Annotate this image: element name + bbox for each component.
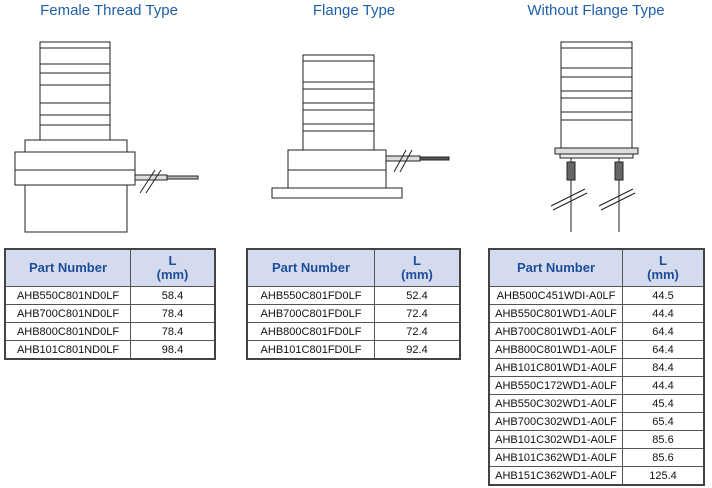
l-header: L(mm) (130, 248, 216, 287)
table-header-row: Part Number L(mm) (246, 248, 461, 287)
part-number-header: Part Number (488, 248, 623, 287)
l-label: L (413, 253, 421, 268)
title-female-thread: Female Thread Type (40, 2, 178, 19)
part-number-cell: AHB550C302WD1-A0LF (488, 394, 623, 413)
flange-drawing (271, 54, 450, 199)
length-cell: 45.4 (622, 394, 705, 413)
part-number-header: Part Number (246, 248, 375, 287)
without-flange-drawing (550, 41, 639, 232)
part-number-cell: AHB101C801WD1-A0LF (488, 358, 623, 377)
length-cell: 44.4 (622, 376, 705, 395)
part-number-cell: AHB101C801FD0LF (246, 340, 375, 360)
length-cell: 64.4 (622, 340, 705, 359)
length-cell: 44.4 (622, 304, 705, 323)
length-cell: 125.4 (622, 466, 705, 486)
part-number-cell: AHB550C801FD0LF (246, 286, 375, 305)
part-number-cell: AHB550C801ND0LF (4, 286, 131, 305)
title-flange: Flange Type (312, 2, 396, 19)
part-number-cell: AHB700C801WD1-A0LF (488, 322, 623, 341)
part-number-cell: AHB800C801WD1-A0LF (488, 340, 623, 359)
part-number-cell: AHB101C801ND0LF (4, 340, 131, 360)
part-number-cell: AHB800C801ND0LF (4, 322, 131, 341)
length-cell: 98.4 (130, 340, 216, 360)
length-cell: 78.4 (130, 304, 216, 323)
part-number-cell: AHB700C801ND0LF (4, 304, 131, 323)
length-cell: 72.4 (374, 322, 461, 341)
length-cell: 52.4 (374, 286, 461, 305)
unit-label: (mm) (647, 267, 679, 282)
l-header: L(mm) (622, 248, 705, 287)
part-number-cell: AHB500C451WDI-A0LF (488, 286, 623, 305)
part-number-cell: AHB550C801WD1-A0LF (488, 304, 623, 323)
part-number-cell: AHB101C302WD1-A0LF (488, 430, 623, 449)
length-cell: 92.4 (374, 340, 461, 360)
title-without-flange: Without Flange Type (527, 2, 665, 19)
table-header-row: Part Number L(mm) (4, 248, 216, 287)
part-number-cell: AHB700C801FD0LF (246, 304, 375, 323)
l-label: L (168, 253, 177, 268)
length-cell: 85.6 (622, 448, 705, 467)
part-number-cell: AHB101C362WD1-A0LF (488, 448, 623, 467)
part-number-cell: AHB800C801FD0LF (246, 322, 375, 341)
female-thread-drawing (14, 41, 199, 233)
length-cell: 84.4 (622, 358, 705, 377)
table-header-row: Part Number L(mm) (488, 248, 705, 287)
length-cell: 78.4 (130, 322, 216, 341)
part-number-cell: AHB550C172WD1-A0LF (488, 376, 623, 395)
product-drawings (14, 41, 639, 233)
length-cell: 64.4 (622, 322, 705, 341)
unit-label: (mm) (156, 267, 189, 282)
part-number-cell: AHB151C362WD1-A0LF (488, 466, 623, 486)
length-cell: 85.6 (622, 430, 705, 449)
l-header: L(mm) (374, 248, 461, 287)
part-number-cell: AHB700C302WD1-A0LF (488, 412, 623, 431)
part-number-header: Part Number (4, 248, 131, 287)
length-cell: 44.5 (622, 286, 705, 305)
length-cell: 72.4 (374, 304, 461, 323)
length-cell: 58.4 (130, 286, 216, 305)
length-cell: 65.4 (622, 412, 705, 431)
l-label: L (659, 253, 667, 268)
unit-label: (mm) (401, 267, 433, 282)
